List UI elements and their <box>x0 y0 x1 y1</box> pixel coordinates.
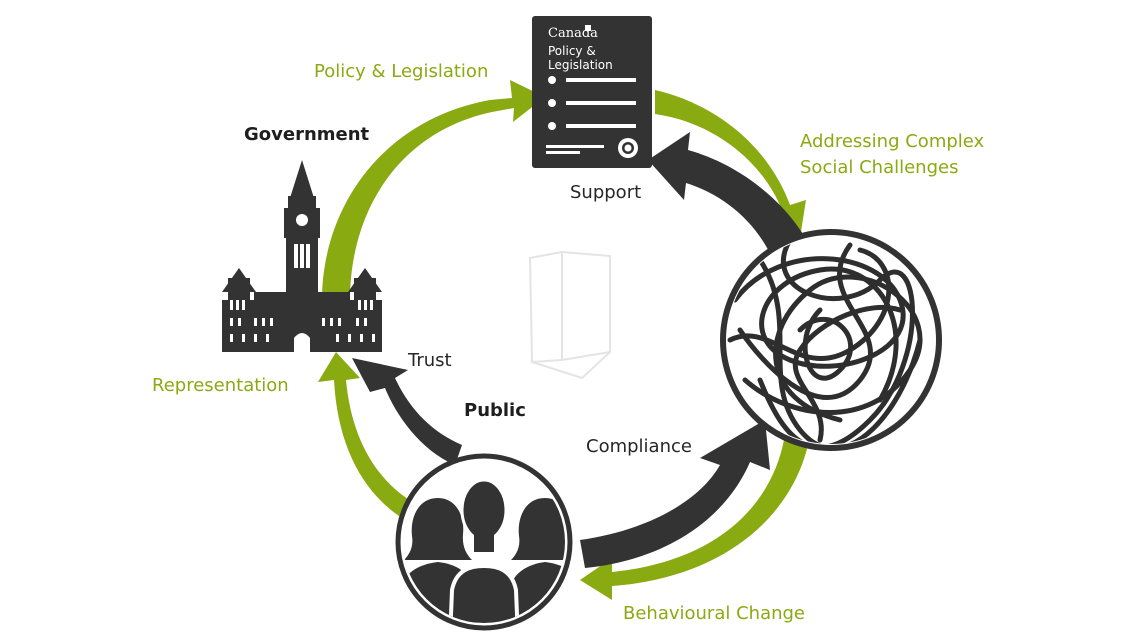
dark-cycle-arrows <box>352 132 812 568</box>
arrow-representation <box>318 352 428 528</box>
label-representation: Representation <box>152 375 289 396</box>
label-trust: Trust <box>408 350 452 371</box>
people-group-icon <box>395 453 573 631</box>
arrow-behavioural-change <box>580 440 808 600</box>
parliament-building-icon <box>222 160 382 352</box>
center-watermark <box>528 250 611 380</box>
label-government: Government <box>244 124 370 145</box>
document-title-line1: Policy & <box>548 44 596 58</box>
label-compliance: Compliance <box>586 436 692 457</box>
label-public: Public <box>464 400 526 421</box>
label-addressing-line2: Social Challenges <box>800 157 959 178</box>
arrow-support <box>648 132 812 265</box>
label-addressing-line1: Addressing Complex <box>800 131 985 152</box>
document-title-line2: Legislation <box>548 58 613 72</box>
label-behavioural-change: Behavioural Change <box>623 603 806 624</box>
seal-icon <box>618 138 638 158</box>
policy-document-icon: Canada Policy & Legislation <box>532 16 652 168</box>
tangled-lines-icon <box>720 229 942 451</box>
arrow-compliance <box>580 420 770 568</box>
label-support: Support <box>570 182 642 203</box>
label-policy-legislation: Policy & Legislation <box>314 61 489 82</box>
arrow-trust <box>352 358 462 465</box>
arrow-policy-legislation <box>322 80 545 300</box>
